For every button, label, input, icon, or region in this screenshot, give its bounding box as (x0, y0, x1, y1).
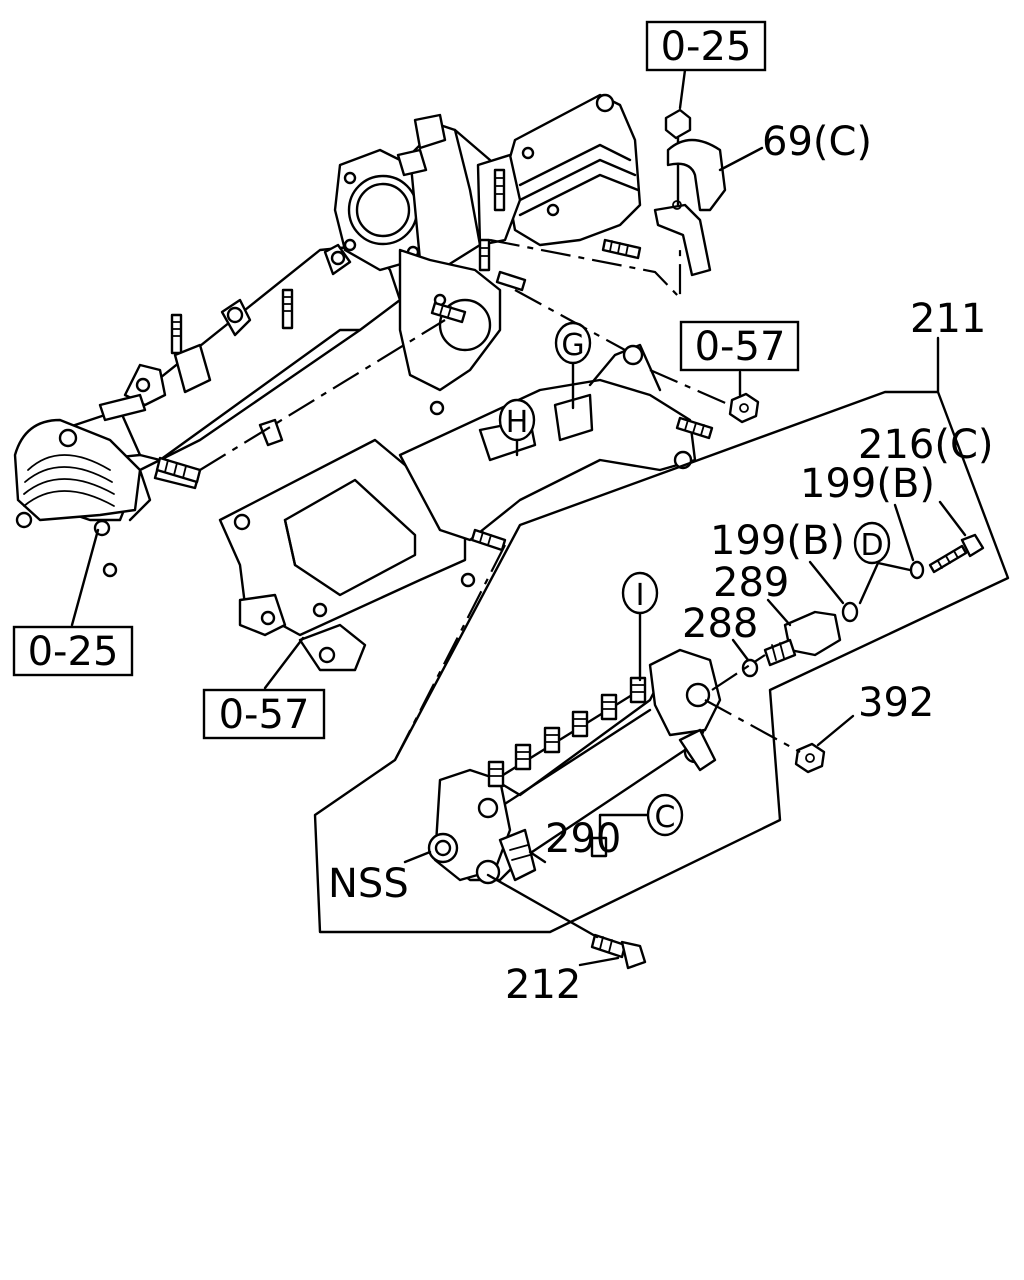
callout-d: D (853, 521, 891, 565)
part-label-288: 288 (682, 601, 758, 647)
washer-288 (741, 658, 759, 678)
ref-0-57-bottom-label: 0-57 (219, 692, 310, 738)
bolt-212 (590, 933, 647, 970)
stud-icon (170, 313, 183, 355)
injector-outlet-icon (487, 760, 505, 788)
callout-c: C (646, 793, 684, 837)
callout-i: I (621, 571, 659, 615)
ref-0-57-right-label: 0-57 (695, 324, 786, 370)
ref-0-25-top-label: 0-25 (661, 24, 752, 70)
callout-d-label: D (860, 528, 883, 563)
callout-h: H (498, 398, 536, 442)
ref-box-0-57-bottom: 0-57 (202, 688, 326, 740)
nut-0-57 (728, 392, 760, 424)
bolt-216c (928, 533, 985, 574)
injector-outlet-icon (629, 676, 647, 704)
common-rail (427, 648, 722, 885)
part-label-212: 212 (505, 962, 581, 1008)
part-label-69c: 69(C) (762, 119, 872, 165)
ref-box-0-25-top: 0-25 (645, 20, 767, 72)
stud-icon (675, 416, 714, 440)
part-label-nss: NSS (328, 861, 409, 907)
stud-icon (470, 528, 507, 552)
part-label-211: 211 (910, 296, 986, 342)
washer-199b-b (909, 560, 925, 580)
ref-box-0-25-left: 0-25 (12, 625, 134, 677)
part-label-392: 392 (858, 680, 934, 726)
stud-icon (478, 238, 491, 272)
stud-icon (155, 456, 202, 484)
nut-392 (794, 742, 826, 774)
stud-icon (281, 288, 294, 330)
stud-icon (430, 301, 467, 324)
callout-g-label: G (561, 328, 584, 363)
pressure-limiter-289 (763, 610, 842, 667)
callout-i-label: I (636, 578, 645, 613)
bracket-69c (653, 108, 764, 277)
part-label-199b-b: 199(B) (710, 518, 845, 564)
ref-box-0-57-right: 0-57 (679, 320, 800, 372)
intake-manifold-assembly (13, 93, 642, 578)
stud-icon (493, 168, 506, 212)
leader-lines (70, 68, 1010, 967)
callout-g: G (554, 321, 592, 365)
part-label-199b-a: 199(B) (800, 461, 935, 507)
stud-icon (601, 238, 642, 260)
ref-0-25-left-label: 0-25 (28, 629, 119, 675)
washer-199b-a (841, 601, 859, 623)
injector-outlet-icon (543, 726, 561, 754)
injector-outlet-icon (571, 710, 589, 738)
stud-icon (495, 270, 527, 292)
part-label-216c: 216(C) (858, 422, 994, 468)
part-label-289: 289 (713, 560, 789, 606)
exhaust-manifold-flange (218, 343, 714, 672)
callout-c-label: C (655, 800, 676, 835)
part-label-290: 290 (545, 816, 621, 862)
injector-outlet-icon (600, 693, 618, 721)
injector-outlet-icon (514, 743, 532, 771)
callout-h-label: H (506, 405, 529, 440)
